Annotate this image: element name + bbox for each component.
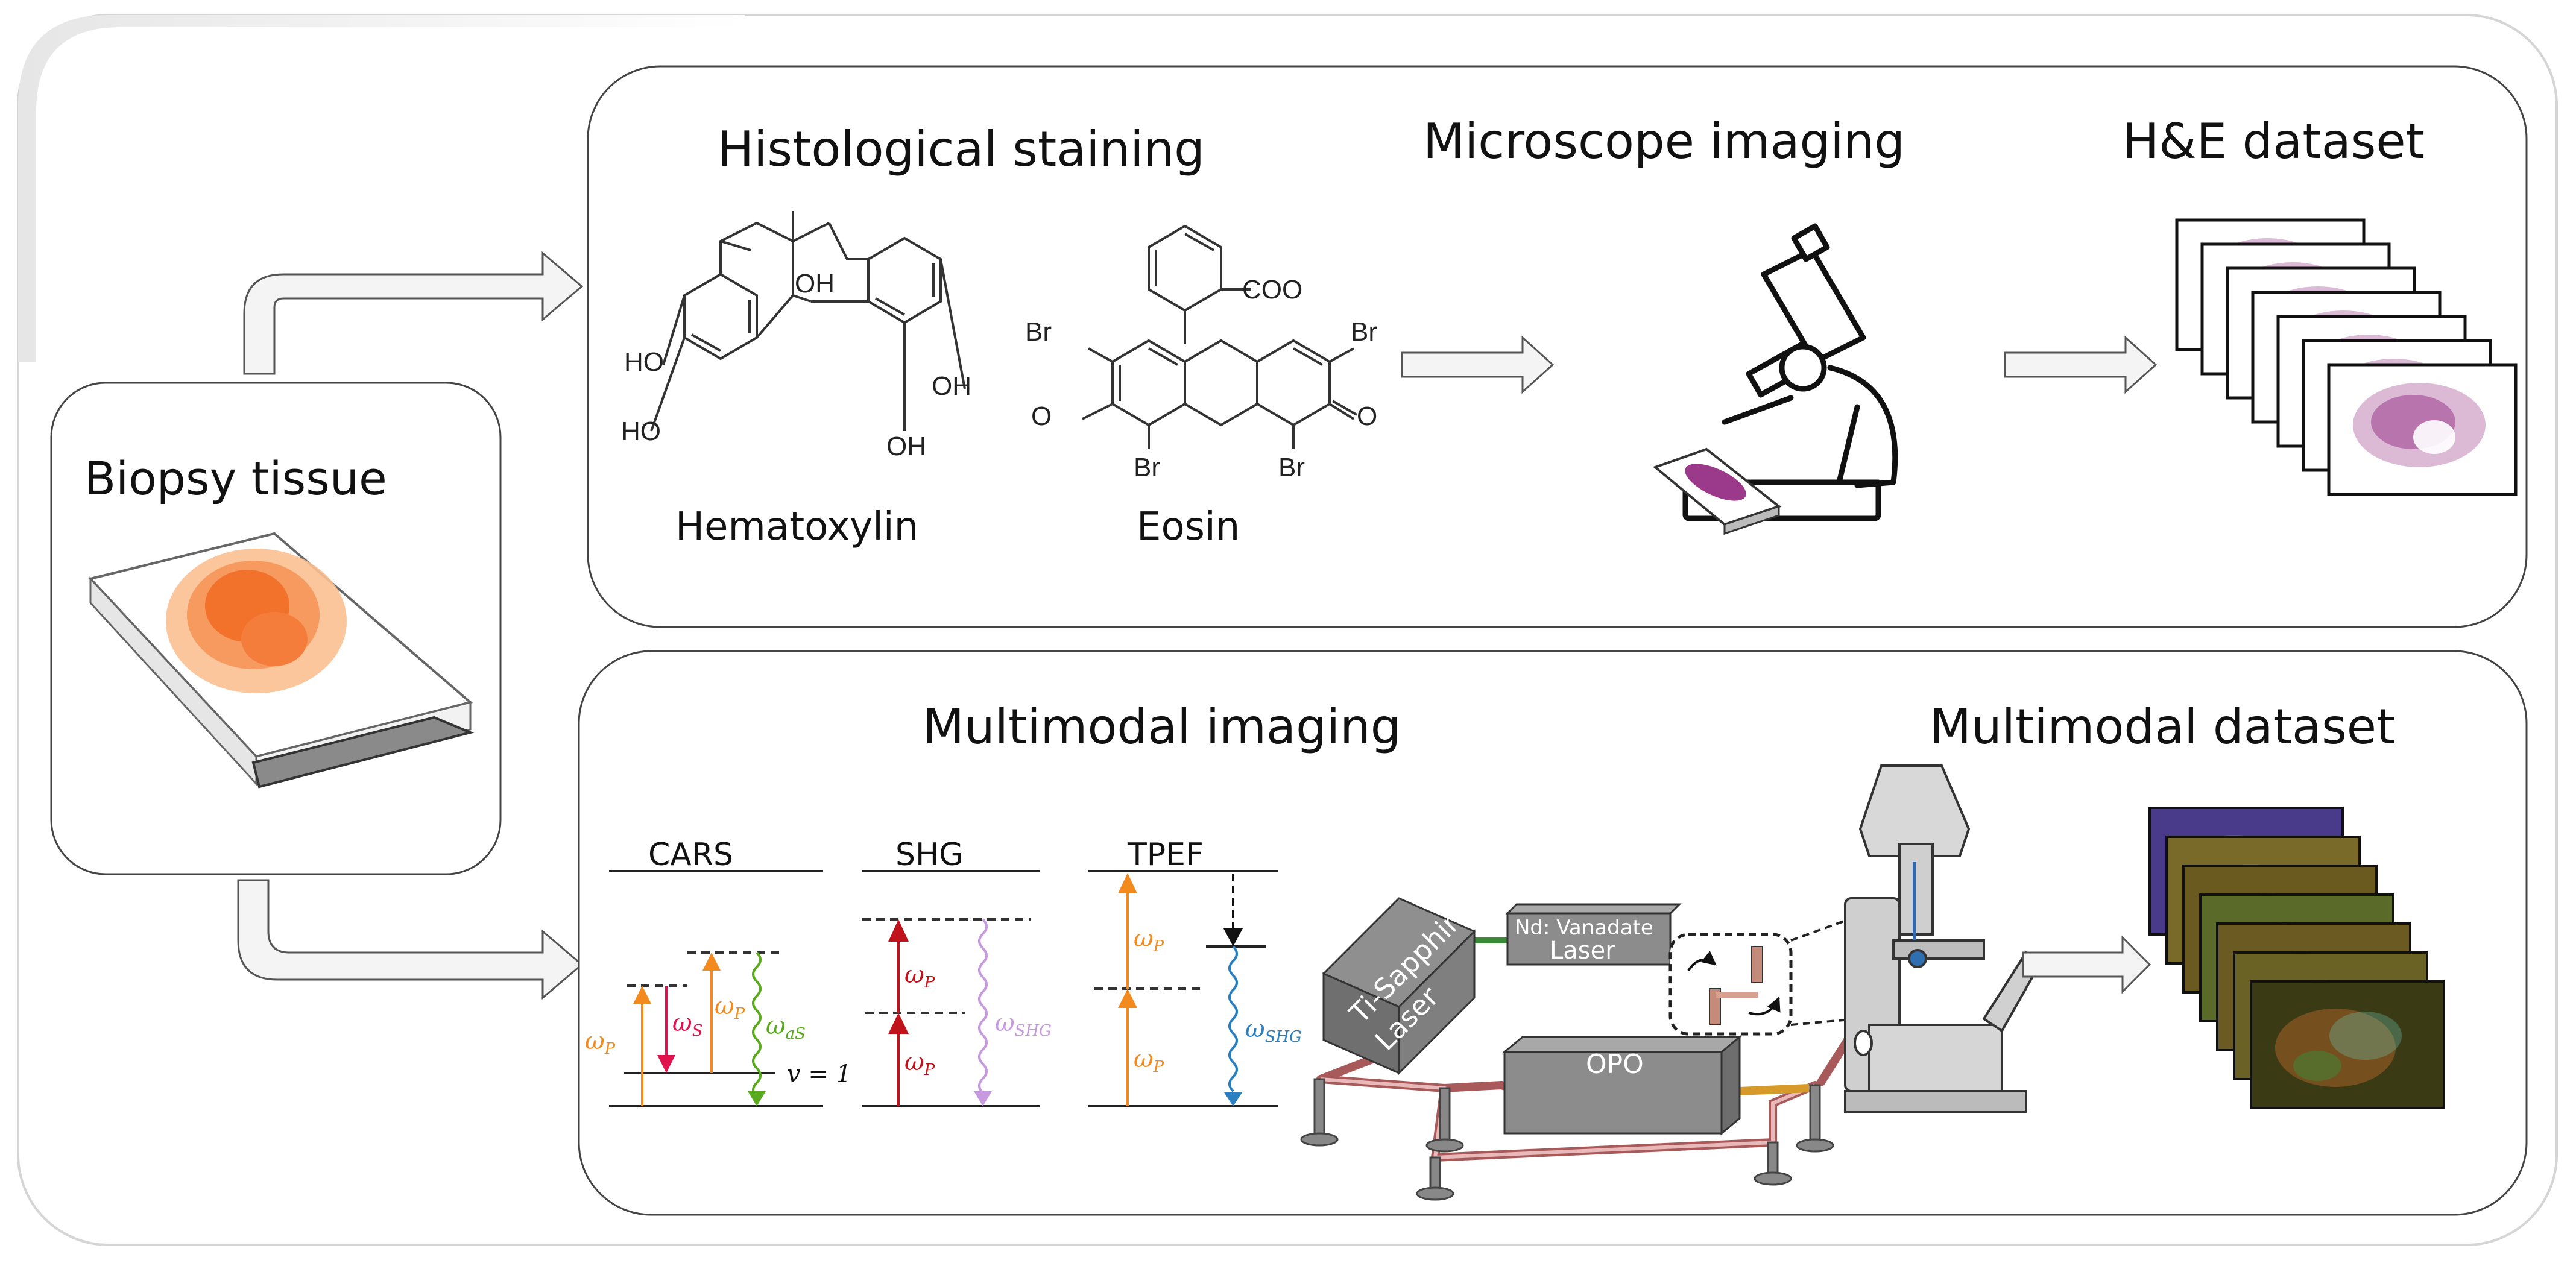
cars-omega-p1: ωP — [585, 1027, 616, 1058]
hem-ho-upper: HO — [624, 347, 664, 377]
staining-title: Histological staining — [718, 121, 1205, 177]
nd-vanadate-laser: Nd: Vanadate Laser — [1505, 903, 1682, 966]
multimodal-image-tile — [2250, 980, 2445, 1109]
shg-omega-p2: ωP — [904, 1048, 935, 1079]
microscope-title: Microscope imaging — [1423, 113, 1905, 169]
cars-omega-as: ωaS — [766, 1012, 806, 1043]
eos-oxide: O — [1031, 402, 1052, 431]
optical-setup: Ti-Sapphire Laser Nd: Vanadate Laser OPO — [1300, 764, 2043, 1201]
multimodal-dataset-title: Multimodal dataset — [1930, 699, 2395, 755]
eosin-groups: COO Br Br O O Br Br — [1025, 275, 1377, 482]
hem-ho-lower: HO — [621, 417, 661, 446]
eosin-structure — [1082, 224, 1357, 449]
eosin-label: Eosin — [1137, 505, 1240, 549]
cars-level-label: v = 1 — [787, 1060, 851, 1088]
tpef-omega-shg: ωSHG — [1245, 1015, 1302, 1046]
he-dataset-stack — [2175, 218, 2518, 496]
hematoxylin-groups: OH HO OH HO OH — [621, 269, 971, 461]
shg-diagram: SHG ωP ωP ωSHG — [862, 837, 1052, 1107]
scan-mirror-inset — [1668, 915, 1858, 1036]
cars-omega-s: ωS — [672, 1009, 702, 1040]
eos-br-top-left: Br — [1025, 317, 1052, 347]
tpef-diagram: TPEF ωP ωP ωSHG — [1088, 837, 1302, 1107]
eos-br-bottom-left: Br — [1134, 453, 1160, 482]
biopsy-slide — [88, 532, 475, 789]
arrow-staining-to-microscope — [1401, 335, 1555, 394]
multimodal-panel: Multimodal imaging Multimodal dataset CA… — [578, 650, 2528, 1216]
eos-ketone: O — [1357, 402, 1377, 431]
microscope-slide — [1653, 447, 1782, 535]
cars-label: CARS — [648, 837, 733, 873]
he-image-tile — [2327, 363, 2518, 496]
cars-diagram: CARS ωP ωS ωP ωaS v = 1 — [585, 837, 851, 1107]
cars-omega-p2: ωP — [715, 992, 745, 1023]
hematoxylin-structure — [650, 211, 966, 432]
hematoxylin-label: Hematoxylin — [675, 505, 918, 549]
biopsy-panel: Biopsy tissue — [50, 382, 502, 875]
opo-label: OPO — [1586, 1049, 1644, 1080]
hem-oh-top: OH — [795, 269, 835, 298]
connector-to-staining — [243, 251, 584, 375]
opo-unit: OPO — [1501, 1035, 1743, 1136]
arrow-microscope-to-dataset — [2004, 335, 2158, 394]
multimodal-dataset-stack — [2148, 807, 2445, 1109]
hem-oh-right: OH — [932, 371, 971, 401]
histology-panel: Histological staining Microscope imaging… — [587, 65, 2528, 628]
microscope-icon — [1682, 223, 1898, 521]
arrow-setup-to-dataset — [2022, 935, 2151, 994]
tpef-omega-p2: ωP — [1134, 1045, 1164, 1076]
shg-omega-shg: ωSHG — [995, 1009, 1052, 1040]
shg-omega-p1: ωP — [904, 961, 935, 992]
eos-coo: COO — [1242, 275, 1302, 304]
connector-to-multimodal — [237, 879, 584, 1000]
tpef-label: TPEF — [1127, 837, 1204, 873]
eos-br-bottom-right: Br — [1278, 453, 1305, 482]
nd-laser-label: Laser — [1550, 937, 1615, 965]
he-dataset-title: H&E dataset — [2123, 113, 2425, 169]
biopsy-title: Biopsy tissue — [84, 452, 387, 505]
eos-br-top-right: Br — [1351, 317, 1377, 347]
multimodal-imaging-title: Multimodal imaging — [923, 699, 1401, 755]
hem-oh-bottom: OH — [886, 432, 926, 461]
nd-label: Nd: Vanadate — [1515, 916, 1653, 940]
optic-posts — [1300, 1078, 1834, 1201]
shg-label: SHG — [895, 837, 963, 873]
tpef-omega-p1: ωP — [1134, 925, 1164, 956]
